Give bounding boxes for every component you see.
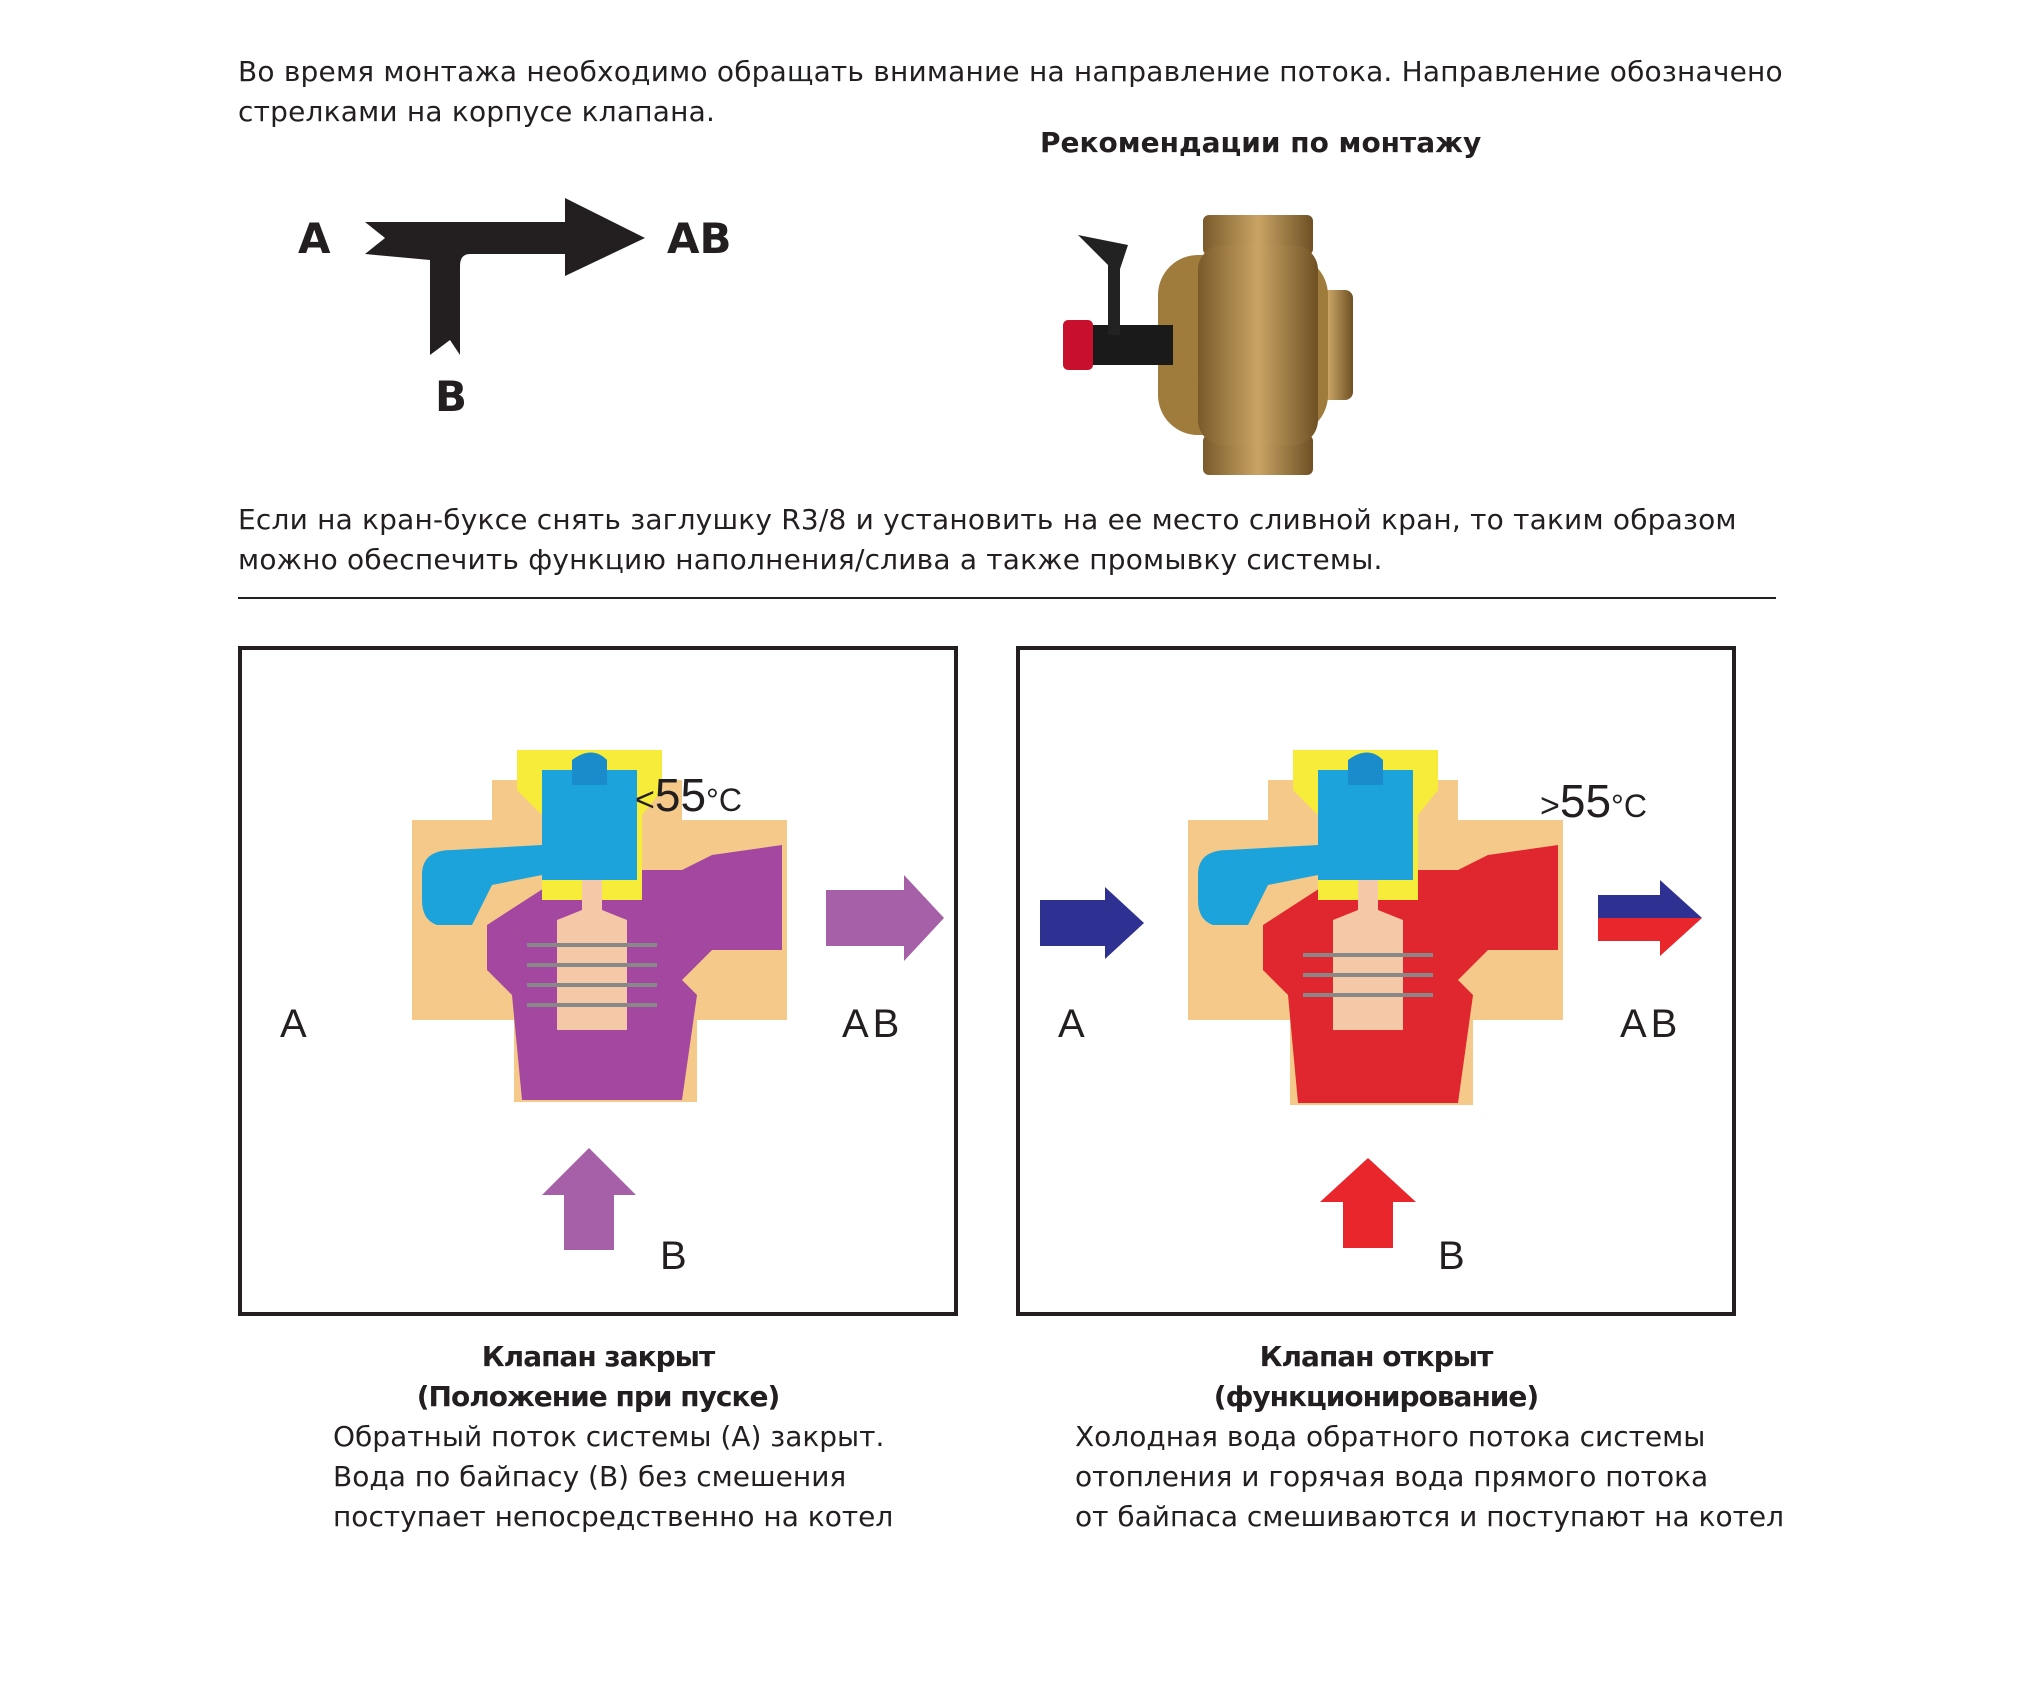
valve-closed-description: Обратный поток системы (A) закрыт. Вода … [333,1417,893,1537]
caption-title: Клапан открыт [1259,1340,1494,1373]
port-a-label: A [298,214,331,263]
desc-line: поступает непосредственно на котел [333,1500,894,1533]
valve-photo [1048,215,1393,475]
valve-open-panel: >55°C A AB B [1016,646,1736,1316]
drain-text: Если на кран-буксе снять заглушку R3/8 и… [238,500,1737,580]
drain-line-2: можно обеспечить функцию наполнения/слив… [238,543,1383,576]
divider [238,597,1776,599]
flow-direction-diagram: A AB B [280,190,760,430]
flow-arrow-icon [365,198,645,355]
port-a-label: A [280,1002,307,1046]
temp-unit: °C [1611,788,1647,824]
temp-value: 55 [1559,775,1612,827]
caption-title: Клапан закрыт [481,1340,715,1373]
section-heading: Рекомендации по монтажу [1040,126,1482,159]
intro-line-2: стрелками на корпусе клапана. [238,95,716,128]
port-ab-label: AB [667,214,732,263]
valve-closed-caption: Клапан закрыт (Положение при пуске) [238,1337,958,1417]
temp-unit: °C [706,782,742,818]
port-ab-label: AB [1620,1002,1682,1046]
temp-sign: < [635,781,655,819]
desc-line: Холодная вода обратного потока системы [1075,1420,1706,1453]
desc-line: Обратный поток системы (A) закрыт. [333,1420,885,1453]
valve-cross-section-open [1040,750,1702,1248]
caption-subtitle: (Положение при пуске) [416,1380,781,1413]
desc-line: Вода по байпасу (B) без смешения [333,1460,847,1493]
port-b-label: B [660,1234,687,1278]
port-b-label: B [1438,1234,1465,1278]
drain-line-1: Если на кран-буксе снять заглушку R3/8 и… [238,503,1737,536]
valve-open-caption: Клапан открыт (функционирование) [1016,1337,1736,1417]
intro-line-1: Во время монтажа необходимо обращать вни… [238,55,1783,88]
valve-closed-panel: <55°C A AB B [238,646,958,1316]
port-a-label: A [1058,1002,1085,1046]
port-ab-label: AB [842,1002,904,1046]
temp-sign: > [1540,787,1560,825]
desc-line: от байпаса смешиваются и поступают на ко… [1075,1500,1785,1533]
caption-subtitle: (функционирование) [1213,1380,1539,1413]
temp-value: 55 [654,769,707,821]
temperature-label: <55°C [635,768,742,822]
valve-open-description: Холодная вода обратного потока системы о… [1075,1417,1784,1537]
temperature-label: >55°C [1540,774,1647,828]
valve-cross-section-closed [412,750,944,1250]
desc-line: отопления и горячая вода прямого потока [1075,1460,1709,1493]
intro-text: Во время монтажа необходимо обращать вни… [238,52,1783,132]
port-b-label: B [435,372,468,421]
